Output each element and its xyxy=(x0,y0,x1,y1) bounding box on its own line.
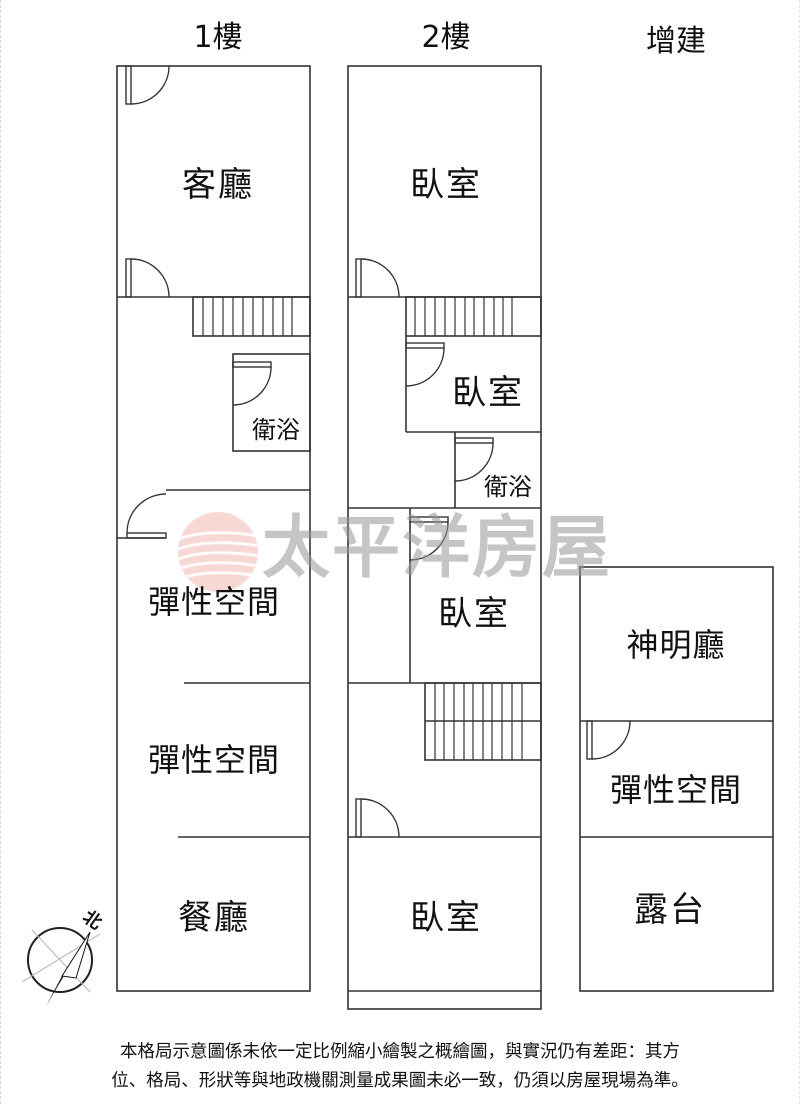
floor-2-walls xyxy=(347,65,542,1010)
room-bathroom-1f: 衛浴 xyxy=(252,416,300,444)
extension-doors xyxy=(586,720,631,760)
room-bedroom-2f-d: 臥室 xyxy=(410,898,482,938)
disclaimer: 本格局示意圖係未依一定比例縮小繪製之概繪圖，與實況仍有差距：其方 位、格局、形狀… xyxy=(0,1038,800,1096)
room-terrace: 露台 xyxy=(634,890,706,930)
watermark-logo-icon xyxy=(178,512,258,592)
extension-title: 增建 xyxy=(646,24,706,59)
room-bedroom-2f-b: 臥室 xyxy=(452,373,524,413)
room-bedroom-2f-c: 臥室 xyxy=(438,594,510,634)
compass-north-arrow-icon xyxy=(21,927,101,1006)
floor-2-doors xyxy=(355,258,494,838)
extension-walls xyxy=(579,566,774,992)
watermark-text: 太平洋房屋 xyxy=(262,508,613,588)
room-living-room: 客廳 xyxy=(182,165,254,205)
room-dining-room: 餐廳 xyxy=(178,898,250,938)
disclaimer-line-2: 位、格局、形狀等與地政機關測量成果圖未必一致，仍須以房屋現場為準。 xyxy=(111,1071,689,1091)
room-flex-space-1f-a: 彈性空間 xyxy=(147,583,281,621)
room-flex-space-1f-b: 彈性空間 xyxy=(147,741,281,779)
disclaimer-line-1: 本格局示意圖係未依一定比例縮小繪製之概繪圖，與實況仍有差距：其方 xyxy=(120,1042,680,1062)
room-shrine-hall: 神明廳 xyxy=(626,626,726,664)
room-bedroom-2f-a: 臥室 xyxy=(410,165,482,205)
floor-2-title: 2樓 xyxy=(421,20,471,55)
room-flex-space-ext: 彈性空間 xyxy=(609,771,743,809)
floor-1-doors xyxy=(125,65,272,539)
floor-1-title: 1樓 xyxy=(193,20,243,55)
room-bathroom-2f: 衛浴 xyxy=(484,473,532,501)
